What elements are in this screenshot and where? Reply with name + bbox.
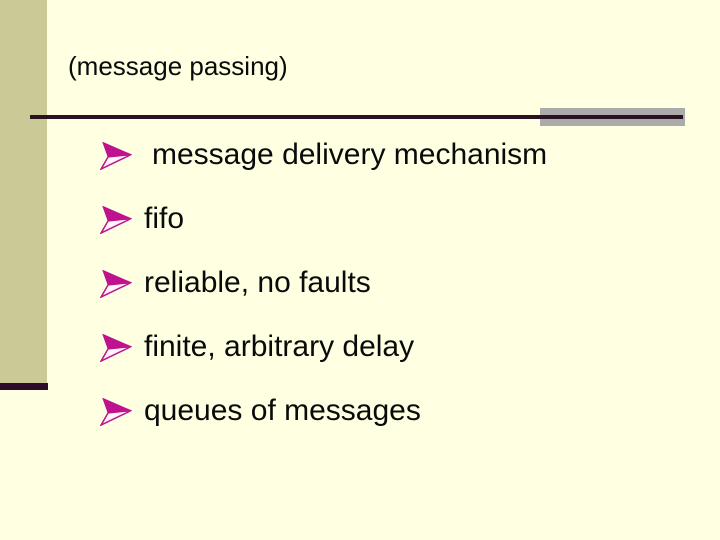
arrowhead-right-icon (100, 270, 132, 298)
side-bar (0, 0, 47, 383)
accent-bar (0, 383, 48, 390)
bullet-label: reliable, no faults (144, 266, 371, 299)
arrowhead-right-icon (100, 142, 132, 170)
bullet-label: message delivery mechanism (152, 138, 548, 171)
bullet-list: message delivery mechanism fifo reliable… (100, 138, 547, 458)
list-item: fifo (100, 202, 547, 236)
slide-title: (message passing) (68, 51, 288, 81)
arrowhead-right-icon (100, 206, 132, 234)
list-item: message delivery mechanism (100, 138, 547, 172)
arrowhead-right-icon (100, 334, 132, 362)
bullet-label: queues of messages (144, 394, 421, 427)
title-rule (30, 115, 683, 119)
list-item: reliable, no faults (100, 266, 547, 300)
bullet-label: finite, arbitrary delay (144, 330, 415, 363)
bullet-label: fifo (144, 202, 185, 235)
list-item: finite, arbitrary delay (100, 330, 547, 364)
list-item: queues of messages (100, 394, 547, 428)
arrowhead-right-icon (100, 398, 132, 426)
